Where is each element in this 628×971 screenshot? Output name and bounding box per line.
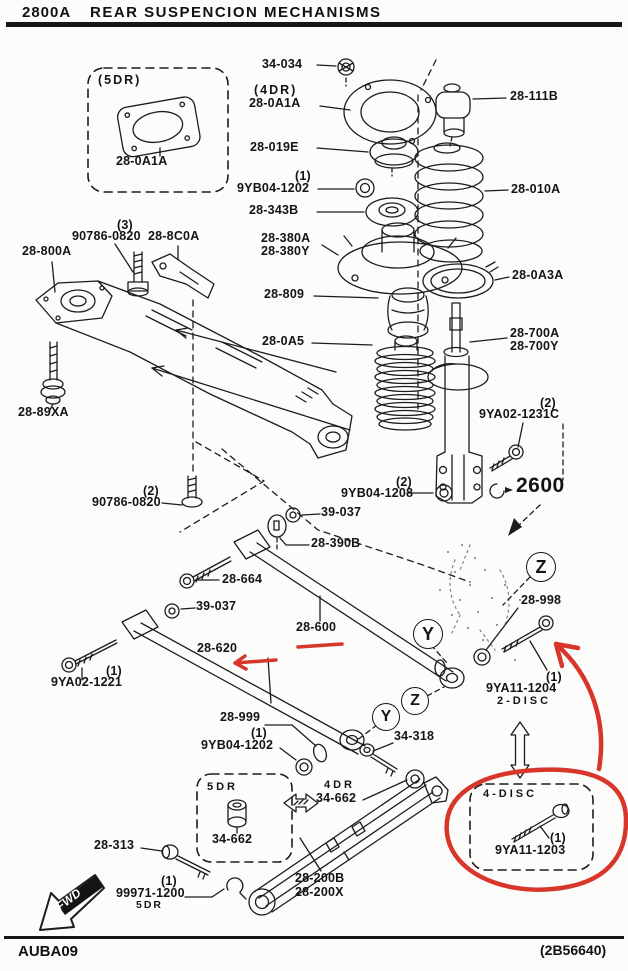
page-title: REAR SUSPENCION MECHANISMS [90,4,382,21]
fwd-arrow: FWD [39,874,105,931]
footer-page-code: AUBA09 [18,943,79,960]
double-arrow-vertical [510,721,530,779]
spring-drawing [414,83,510,299]
ghost-assembly [439,544,521,661]
section-code: 2800A [22,4,72,21]
strut-drawing [406,302,564,504]
variant-box-5dr-top [87,67,229,193]
variant-box-5dr-bottom [196,773,293,863]
trailing-arm-drawing [140,769,449,916]
red-annotations [233,641,628,892]
footer-doc-code: (2B56640) [540,942,607,958]
lateral-rods-drawing [61,507,554,777]
variant-box-4disc [469,783,594,871]
crossmember-drawing [35,243,471,583]
header-rule [6,22,622,27]
strut-mount-parts [311,58,463,431]
footer-rule [4,936,624,939]
section-ref-arrow [489,483,541,536]
double-arrow-horizontal [283,793,319,813]
